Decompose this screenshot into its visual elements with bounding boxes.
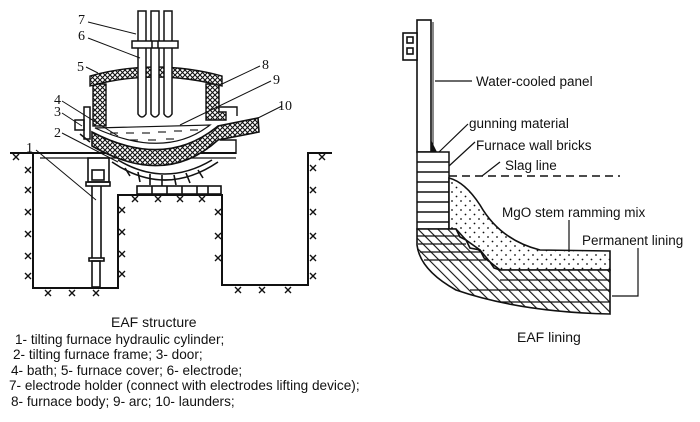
callout-5: 5 [77, 60, 84, 75]
legend-line: 2- tilting furnace frame; 3- door; [13, 347, 203, 363]
soil-hatching [12, 153, 326, 297]
callout-3: 3 [54, 105, 61, 120]
callout-4: 4 [54, 93, 61, 108]
launder-support [219, 106, 238, 116]
lining-leaders [435, 80, 639, 297]
water-cooled-panel [402, 19, 434, 153]
callout-leaders [35, 21, 283, 201]
bath-dashes [110, 129, 198, 141]
legend-line: 7- electrode holder (connect with electr… [9, 378, 360, 394]
legend-line: 8- furnace body; 9- arc; 10- launders; [11, 393, 235, 409]
eaf-lining-caption: EAF lining [517, 329, 581, 345]
gunning-material [431, 140, 437, 152]
label-gunning-material: gunning material [469, 116, 569, 131]
label-water-cooled-panel: Water-cooled panel [476, 74, 593, 89]
furnace-right-lower [220, 139, 237, 154]
furnace-wall-left [92, 83, 107, 127]
eaf-structure-caption: EAF structure [111, 314, 197, 330]
legend-line: 1- tilting furnace hydraulic cylinder; [15, 332, 225, 347]
label-mgo-ramming-mix: MgO stem ramming mix [502, 205, 646, 220]
furnace-door [74, 106, 91, 143]
eaf-structure-diagram: 7 6 5 4 3 2 1 8 9 10 [10, 10, 332, 297]
eaf-lining-diagram: Water-cooled panel gunning material Furn… [402, 19, 683, 315]
hearth-shell [91, 117, 260, 167]
callout-10: 10 [278, 99, 292, 114]
legend-line: 4- bath; 5- furnace cover; 6- electrode; [11, 362, 243, 378]
molten-bath [94, 124, 212, 144]
callout-8: 8 [262, 58, 269, 73]
callout-7: 7 [78, 13, 85, 28]
lining-course-lines [417, 235, 610, 303]
furnace-wall-bricks [416, 151, 450, 230]
callout-2: 2 [54, 126, 61, 141]
electrodes [137, 10, 173, 118]
electrode-holder [131, 40, 179, 49]
callout-numbers: 7 6 5 4 3 2 1 8 9 10 [26, 13, 292, 156]
lining-labels: Water-cooled panel gunning material Furn… [469, 74, 683, 248]
callout-6: 6 [78, 29, 85, 44]
tilting-frame [111, 159, 222, 195]
eaf-structure-legend: 1- tilting furnace hydraulic cylinder; 2… [9, 332, 360, 409]
callout-1: 1 [26, 141, 33, 156]
label-slag-line: Slag line [505, 158, 557, 173]
callout-9: 9 [273, 73, 280, 88]
permanent-lining [416, 228, 611, 315]
label-permanent-lining: Permanent lining [582, 233, 683, 248]
hydraulic-cylinder [85, 157, 111, 288]
label-furnace-wall-bricks: Furnace wall bricks [476, 138, 592, 153]
furnace-wall-right [205, 83, 227, 121]
